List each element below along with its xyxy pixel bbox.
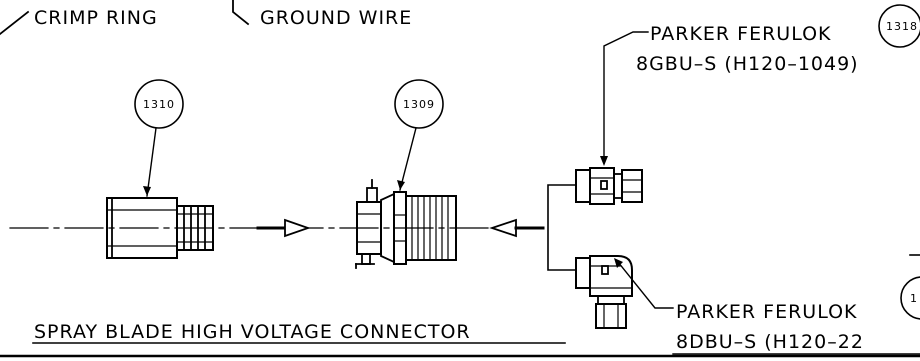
parker-bottom-line2: 8DBU–S (H120–22 xyxy=(676,331,864,353)
leader-1310 xyxy=(146,127,157,197)
callout-1309-number: 1309 xyxy=(403,98,435,111)
parker-top-line2: 8GBU–S (H120–1049) xyxy=(636,53,859,75)
part-1310-crimp-ring xyxy=(106,197,214,259)
callout-1318-number: 1318 xyxy=(886,20,918,33)
parker-top-line1: PARKER FERULOK xyxy=(650,23,832,45)
leader-elbow xyxy=(617,261,674,309)
part-elbow-fitting xyxy=(575,255,633,329)
crimp-ring-leader xyxy=(0,10,30,36)
leader-1318 xyxy=(603,31,649,163)
right-arrow xyxy=(256,218,311,238)
ground-wire-label: GROUND WIRE xyxy=(260,7,412,29)
crimp-ring-label: CRIMP RING xyxy=(34,7,158,29)
parker-bottom-line1: PARKER FERULOK xyxy=(676,301,858,323)
leader-1309 xyxy=(399,127,417,191)
fitting-bracket xyxy=(547,184,576,271)
callout-bottom-bubble xyxy=(900,276,920,320)
left-arrow xyxy=(489,218,545,238)
callout-bottom-number: 1 xyxy=(910,292,918,305)
callout-1318-bubble xyxy=(878,4,920,48)
part-1318-straight-union xyxy=(575,167,643,205)
drawing-title: SPRAY BLADE HIGH VOLTAGE CONNECTOR xyxy=(34,321,471,343)
callout-1309-bubble xyxy=(394,79,444,129)
part-1309-connector xyxy=(355,179,457,269)
callout-1310-number: 1310 xyxy=(143,98,175,111)
ground-wire-leader xyxy=(232,0,250,26)
callout-1310-bubble xyxy=(134,79,184,129)
